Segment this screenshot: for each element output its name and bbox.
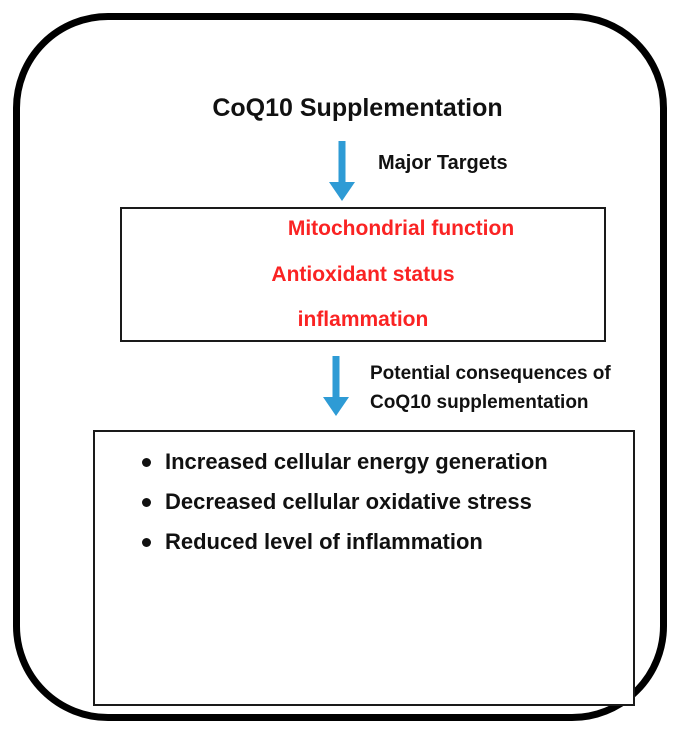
consequences-box: Increased cellular energy generation Dec… [93, 430, 635, 706]
potential-consequences-label: Potential consequences of CoQ10 suppleme… [370, 359, 611, 417]
bullet-icon [142, 538, 151, 547]
potential-consequences-label-line1: Potential consequences of [370, 363, 611, 384]
consequence-item-energy: Increased cellular energy generation [142, 442, 633, 482]
bullet-icon [142, 458, 151, 467]
target-item-antioxidant-status: Antioxidant status [271, 262, 455, 286]
outer-rounded-frame: CoQ10 Supplementation Major Targets Mito… [13, 13, 667, 721]
consequence-item-label: Increased cellular energy generation [165, 449, 548, 474]
major-targets-label: Major Targets [378, 152, 508, 174]
down-arrow-icon [323, 356, 349, 416]
targets-box: Mitochondrial function Antioxidant statu… [120, 207, 606, 342]
potential-consequences-label-line2: CoQ10 supplementation [370, 392, 589, 413]
consequence-item-label: Reduced level of inflammation [165, 529, 483, 554]
consequences-list: Increased cellular energy generation Dec… [95, 442, 633, 562]
consequence-item-label: Decreased cellular oxidative stress [165, 489, 532, 514]
consequence-item-oxidative-stress: Decreased cellular oxidative stress [142, 482, 633, 522]
target-item-mitochondrial-function: Mitochondrial function [287, 217, 515, 240]
target-item-inflammation: inflammation [297, 308, 429, 331]
bullet-icon [142, 498, 151, 507]
down-arrow-icon [329, 141, 355, 201]
consequence-item-inflammation: Reduced level of inflammation [142, 522, 633, 562]
diagram-title: CoQ10 Supplementation [212, 94, 503, 122]
